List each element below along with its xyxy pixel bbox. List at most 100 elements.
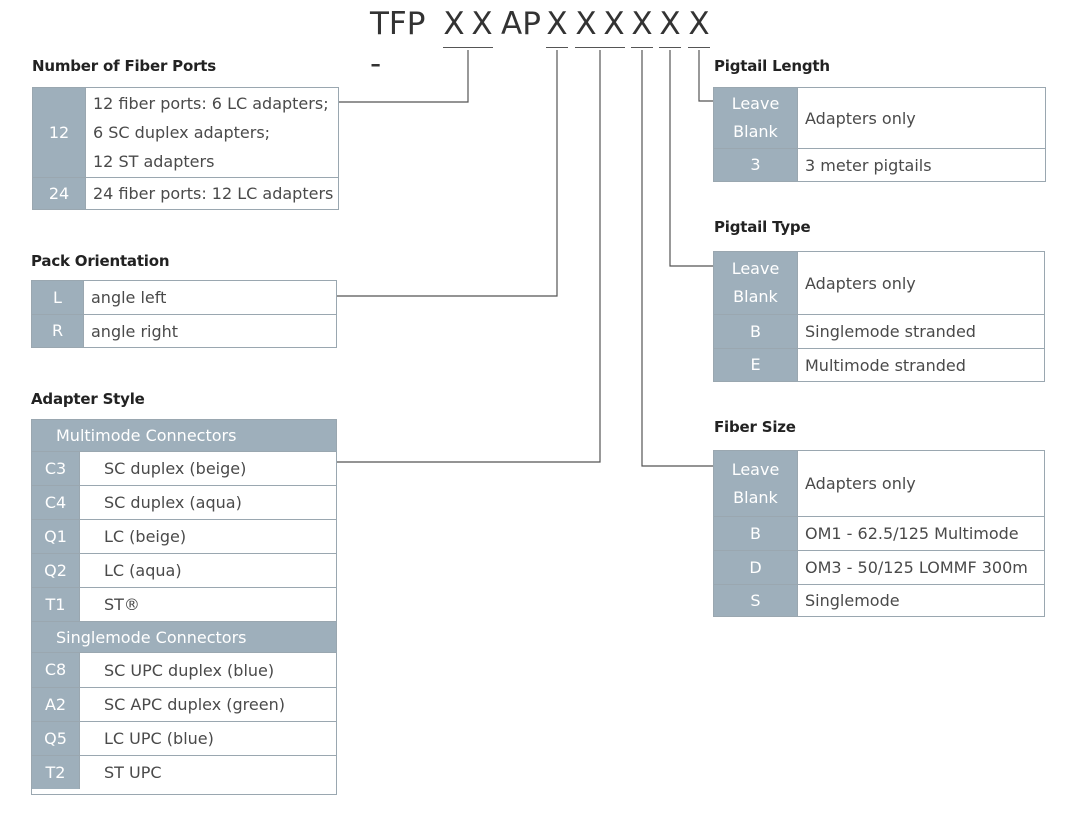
- fiber-size-row: S Singlemode: [714, 584, 1044, 616]
- fiber-size-table: Leave Blank Adapters only B OM1 - 62.5/1…: [713, 450, 1045, 617]
- fiber-ports-row-12: 12 12 fiber ports: 6 LC adapters; 6 SC d…: [33, 88, 338, 177]
- part-prefix: TFP -: [370, 6, 426, 82]
- adapter-desc: ST UPC: [79, 756, 336, 789]
- pack-orientation-title: Pack Orientation: [31, 252, 170, 270]
- pigtail-type-desc: Adapters only: [797, 252, 1044, 314]
- pigtail-length-title: Pigtail Length: [714, 57, 830, 75]
- adapter-row: Q5 LC UPC (blue): [32, 721, 336, 755]
- fiber-ports-connector: [339, 50, 469, 103]
- pigtail-length-table: Leave Blank Adapters only 3 3 meter pigt…: [713, 87, 1046, 182]
- pigtail-type-desc: Multimode stranded: [797, 349, 1044, 381]
- pigtail-length-code: 3: [714, 149, 797, 181]
- adapter-row: T1 ST®: [32, 587, 336, 621]
- fiber-size-title: Fiber Size: [714, 418, 796, 436]
- pigtail-type-row: B Singlemode stranded: [714, 314, 1044, 348]
- adapter-style-connector: [337, 50, 601, 463]
- pigtail-length-code-line: Leave: [731, 94, 780, 113]
- fiber-ports-desc-line: 12 fiber ports: 6 LC adapters;: [93, 94, 329, 113]
- fiber-size-desc: Adapters only: [797, 451, 1044, 516]
- fiber-size-code: B: [714, 517, 797, 550]
- adapter-code: Q1: [32, 520, 79, 553]
- fiber-size-code: D: [714, 551, 797, 584]
- fiber-ports-table: 12 12 fiber ports: 6 LC adapters; 6 SC d…: [32, 87, 339, 210]
- adapter-code: A2: [32, 688, 79, 721]
- adapter-row: C8 SC UPC duplex (blue): [32, 652, 336, 687]
- adapter-desc: LC UPC (blue): [79, 722, 336, 755]
- fiber-ports-row-24: 24 24 fiber ports: 12 LC adapters: [33, 177, 338, 209]
- adapter-code: Q2: [32, 554, 79, 587]
- pigtail-type-code-line: Blank: [733, 287, 778, 306]
- part-placeholder-ports-1: X: [443, 6, 465, 42]
- pigtail-length-code-line: Blank: [733, 122, 778, 141]
- part-placeholder-pigtail-length: X: [688, 6, 710, 42]
- adapter-row: Q2 LC (aqua): [32, 553, 336, 587]
- pack-orientation-desc: angle left: [83, 281, 336, 314]
- fiber-size-connector: [641, 50, 713, 467]
- pack-orientation-desc: angle right: [83, 315, 336, 347]
- pigtail-length-row: 3 3 meter pigtails: [714, 148, 1045, 181]
- adapter-desc: SC duplex (aqua): [79, 486, 336, 519]
- fiber-ports-desc: 12 fiber ports: 6 LC adapters; 6 SC dupl…: [85, 88, 338, 177]
- adapter-row: A2 SC APC duplex (green): [32, 687, 336, 721]
- adapter-desc: LC (aqua): [79, 554, 336, 587]
- fiber-size-underline: [631, 47, 653, 48]
- fiber-size-code-line: Blank: [733, 487, 778, 507]
- adapter-desc: LC (beige): [79, 520, 336, 553]
- adapter-style-table: Multimode Connectors C3 SC duplex (beige…: [31, 419, 337, 795]
- part-placeholder-adapter-1: X: [575, 6, 597, 42]
- pigtail-type-code: E: [714, 349, 797, 381]
- pigtail-type-row: Leave Blank Adapters only: [714, 252, 1044, 314]
- part-ap-literal: AP: [501, 6, 541, 42]
- adapter-underline: [575, 47, 625, 48]
- part-placeholder-adapter-2: X: [603, 6, 625, 42]
- adapter-row: T2 ST UPC: [32, 755, 336, 789]
- adapter-code: C3: [32, 452, 79, 485]
- adapter-row: Q1 LC (beige): [32, 519, 336, 553]
- fiber-ports-desc: 24 fiber ports: 12 LC adapters: [85, 178, 338, 209]
- multimode-group-header: Multimode Connectors: [32, 420, 336, 451]
- fiber-size-code: S: [714, 585, 797, 616]
- part-placeholder-pigtail-type: X: [659, 6, 681, 42]
- adapter-row: C3 SC duplex (beige): [32, 451, 336, 485]
- fiber-size-desc: Singlemode: [797, 585, 1044, 616]
- ports-underline: [443, 47, 493, 48]
- fiber-ports-code: 24: [33, 178, 85, 209]
- pigtail-type-underline: [659, 47, 681, 48]
- pigtail-length-underline: [688, 47, 710, 48]
- part-placeholder-ports-2: X: [471, 6, 493, 42]
- pack-orientation-code: R: [32, 315, 83, 347]
- adapter-style-title: Adapter Style: [31, 390, 145, 408]
- pack-orientation-connector: [337, 50, 558, 297]
- adapter-desc: SC APC duplex (green): [79, 688, 336, 721]
- adapter-code: T1: [32, 588, 79, 621]
- singlemode-group-header: Singlemode Connectors: [32, 621, 336, 652]
- fiber-ports-code: 12: [33, 88, 85, 177]
- pigtail-type-row: E Multimode stranded: [714, 348, 1044, 381]
- pigtail-type-title: Pigtail Type: [714, 218, 811, 236]
- fiber-size-row: Leave Blank Adapters only: [714, 451, 1044, 516]
- fiber-size-row: D OM3 - 50/125 LOMMF 300m: [714, 550, 1044, 584]
- pigtail-length-row: Leave Blank Adapters only: [714, 88, 1045, 148]
- adapter-desc: ST®: [79, 588, 336, 621]
- adapter-code: Q5: [32, 722, 79, 755]
- adapter-code: C4: [32, 486, 79, 519]
- pigtail-type-desc: Singlemode stranded: [797, 315, 1044, 348]
- adapter-code: T2: [32, 756, 79, 789]
- pack-orientation-row: R angle right: [32, 314, 336, 347]
- fiber-size-desc: OM1 - 62.5/125 Multimode: [797, 517, 1044, 550]
- pigtail-length-desc: 3 meter pigtails: [797, 149, 1045, 181]
- orientation-underline: [546, 47, 568, 48]
- pigtail-length-connector: [698, 50, 713, 102]
- pigtail-type-connector: [669, 50, 713, 267]
- pack-orientation-table: L angle left R angle right: [31, 280, 337, 348]
- fiber-size-row: B OM1 - 62.5/125 Multimode: [714, 516, 1044, 550]
- fiber-ports-desc-line: 6 SC duplex adapters;: [93, 123, 271, 142]
- pigtail-length-desc: Adapters only: [797, 88, 1045, 148]
- pack-orientation-row: L angle left: [32, 281, 336, 314]
- adapter-desc: SC UPC duplex (blue): [79, 653, 336, 687]
- part-placeholder-fiber-size: X: [631, 6, 653, 42]
- pack-orientation-code: L: [32, 281, 83, 314]
- fiber-ports-title: Number of Fiber Ports: [32, 57, 216, 75]
- fiber-ports-desc-line: 12 ST adapters: [93, 152, 215, 171]
- part-placeholder-orientation: X: [546, 6, 568, 42]
